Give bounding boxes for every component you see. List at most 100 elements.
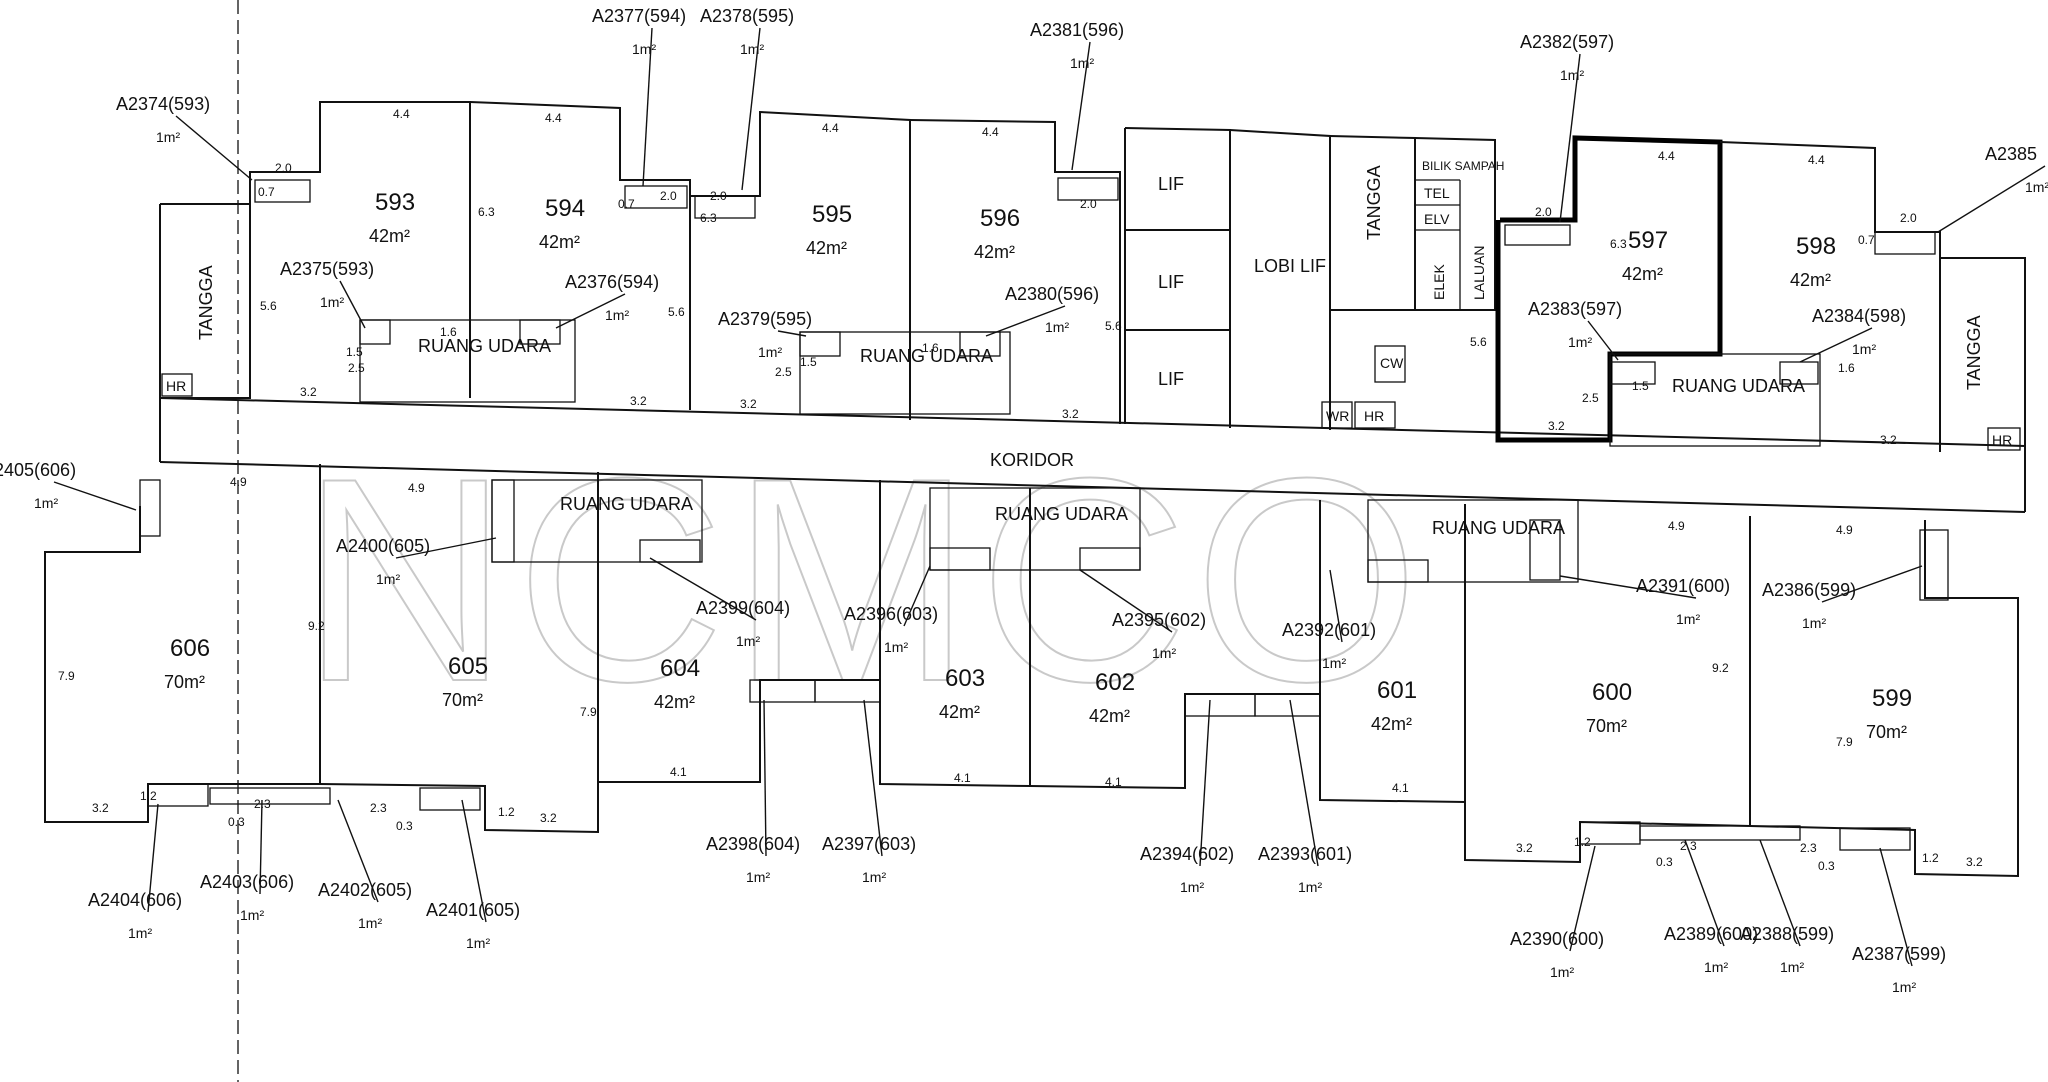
dimension-mark-45: 9.2 [1712, 661, 1729, 675]
dimension-mark-3: 4.4 [982, 125, 999, 139]
unit-593-area: 42m² [369, 226, 410, 246]
dimension-mark-2: 4.4 [822, 121, 839, 135]
accessory-area-15: 1m² [1704, 959, 1728, 975]
accessory-area-25: 1m² [736, 633, 760, 649]
accessory-leader-27 [461, 799, 487, 923]
dimension-mark-14: 6.3 [1610, 237, 1627, 251]
accessory-area-16: 1m² [1550, 964, 1574, 980]
accessory-leader-30 [147, 803, 159, 913]
accessory-leader-7 [1071, 41, 1091, 171]
dimension-mark-44: 9.2 [308, 619, 325, 633]
accessory-leader-8 [1559, 53, 1581, 223]
unit-606-number: 606 [170, 635, 210, 662]
accessory-area-4: 1m² [740, 41, 764, 57]
accessory-label-27: A2401(605) [426, 900, 520, 920]
dimension-mark-32: 1.5 [800, 355, 817, 369]
dimension-mark-54: 1.2 [140, 789, 157, 803]
unit-603-number: 603 [945, 665, 985, 692]
accessory-leader-26 [395, 537, 497, 559]
accessory-label-3: A2377(594) [592, 6, 686, 26]
accessory-area-18: 1m² [1322, 655, 1346, 671]
accessory-area-0: 1m² [156, 129, 180, 145]
accessory-leader-21 [1079, 569, 1173, 633]
accessory-area-7: 1m² [1070, 55, 1094, 71]
laluan-label: LALUAN [1471, 246, 1487, 300]
accessory-label-6: A2380(596) [1005, 284, 1099, 304]
dimension-mark-65: 0.3 [1818, 859, 1835, 873]
hr-core-label: HR [1364, 408, 1384, 424]
lif-3-label: LIF [1158, 369, 1184, 389]
accessory-area-13: 1m² [1892, 979, 1916, 995]
accessory-label-21: A2395(602) [1112, 610, 1206, 630]
accessory-leader-19 [1289, 699, 1319, 867]
unit-599-area: 70m² [1866, 722, 1907, 742]
accessory-label-29: A2403(606) [200, 872, 294, 892]
tangga-right-label: TANGGA [1964, 315, 1984, 390]
accessory-label-28: A2402(605) [318, 880, 412, 900]
wr-label: WR [1326, 408, 1349, 424]
unit-602-number: 602 [1095, 669, 1135, 696]
dimension-mark-7: 3.2 [630, 394, 647, 408]
dimension-mark-48: 4.1 [1105, 775, 1122, 789]
dimension-mark-62: 0.3 [228, 815, 245, 829]
dimension-mark-50: 3.2 [92, 801, 109, 815]
elv-label: ELV [1424, 211, 1450, 227]
accessory-label-10: A2384(598) [1812, 306, 1906, 326]
hr-right-label: HR [1992, 432, 2012, 448]
unit-596-area: 42m² [974, 242, 1015, 262]
accessory-labels: A2374(593)1m²A2375(593)1m²A2376(594)1m²A… [0, 6, 2048, 995]
accessory-label-13: A2387(599) [1852, 944, 1946, 964]
unit-600-number: 600 [1592, 679, 1632, 706]
dimension-mark-58: 2.3 [254, 797, 271, 811]
unit-598-number: 598 [1796, 233, 1836, 260]
dimension-mark-11: 3.2 [1880, 433, 1897, 447]
dimension-mark-36: 2.5 [1582, 391, 1599, 405]
accessory-area-19: 1m² [1298, 879, 1322, 895]
accessory-label-8: A2382(597) [1520, 32, 1614, 52]
unit-596-number: 596 [980, 205, 1020, 232]
dimension-mark-0: 4.4 [393, 107, 410, 121]
accessory-leader-11 [1937, 165, 2046, 233]
unit-605-area: 70m² [442, 690, 483, 710]
dimension-mark-41: 7.9 [58, 669, 75, 683]
dimension-mark-43: 7.9 [1836, 735, 1853, 749]
dimension-mark-17: 5.6 [1105, 319, 1122, 333]
accessory-area-10: 1m² [1852, 341, 1876, 357]
unit-602-area: 42m² [1089, 706, 1130, 726]
accessory-area-5: 1m² [758, 344, 782, 360]
dimension-mark-53: 3.2 [1966, 855, 1983, 869]
unit-600-area: 70m² [1586, 716, 1627, 736]
accessory-area-1: 1m² [320, 294, 344, 310]
cw-label: CW [1380, 355, 1404, 371]
accessory-leader-18 [1329, 569, 1343, 643]
accessory-area-20: 1m² [1180, 879, 1204, 895]
dimension-mark-61: 2.3 [1800, 841, 1817, 855]
accessory-leader-2 [555, 293, 626, 329]
accessory-label-16: A2390(600) [1510, 929, 1604, 949]
accessory-label-9: A2383(597) [1528, 299, 1622, 319]
unit-594-area: 42m² [539, 232, 580, 252]
accessory-label-17: A2391(600) [1636, 576, 1730, 596]
accessory-leader-23 [863, 699, 883, 857]
ruang-udara-s3: RUANG UDARA [1432, 518, 1565, 538]
bilik-sampah-label: BILIK SAMPAH [1422, 159, 1504, 173]
dimension-mark-26: 0.7 [618, 197, 635, 211]
accessory-area-9: 1m² [1568, 334, 1592, 350]
dimension-mark-5: 4.4 [1808, 153, 1825, 167]
dimension-mark-30: 1.6 [1838, 361, 1855, 375]
dimension-mark-35: 2.5 [775, 365, 792, 379]
accessory-area-3: 1m² [632, 41, 656, 57]
dimension-mark-10: 3.2 [1548, 419, 1565, 433]
accessory-label-20: A2394(602) [1140, 844, 1234, 864]
dimension-mark-12: 6.3 [478, 205, 495, 219]
unit-597-number: 597 [1628, 227, 1668, 254]
accessory-area-30: 1m² [128, 925, 152, 941]
lobi-lif-label: LOBI LIF [1254, 256, 1326, 276]
dimension-mark-15: 5.6 [260, 299, 277, 313]
accessory-leader-3 [642, 27, 653, 187]
dimension-mark-16: 5.6 [668, 305, 685, 319]
unit-595-number: 595 [812, 201, 852, 228]
dimension-mark-19: 2.0 [275, 161, 292, 175]
